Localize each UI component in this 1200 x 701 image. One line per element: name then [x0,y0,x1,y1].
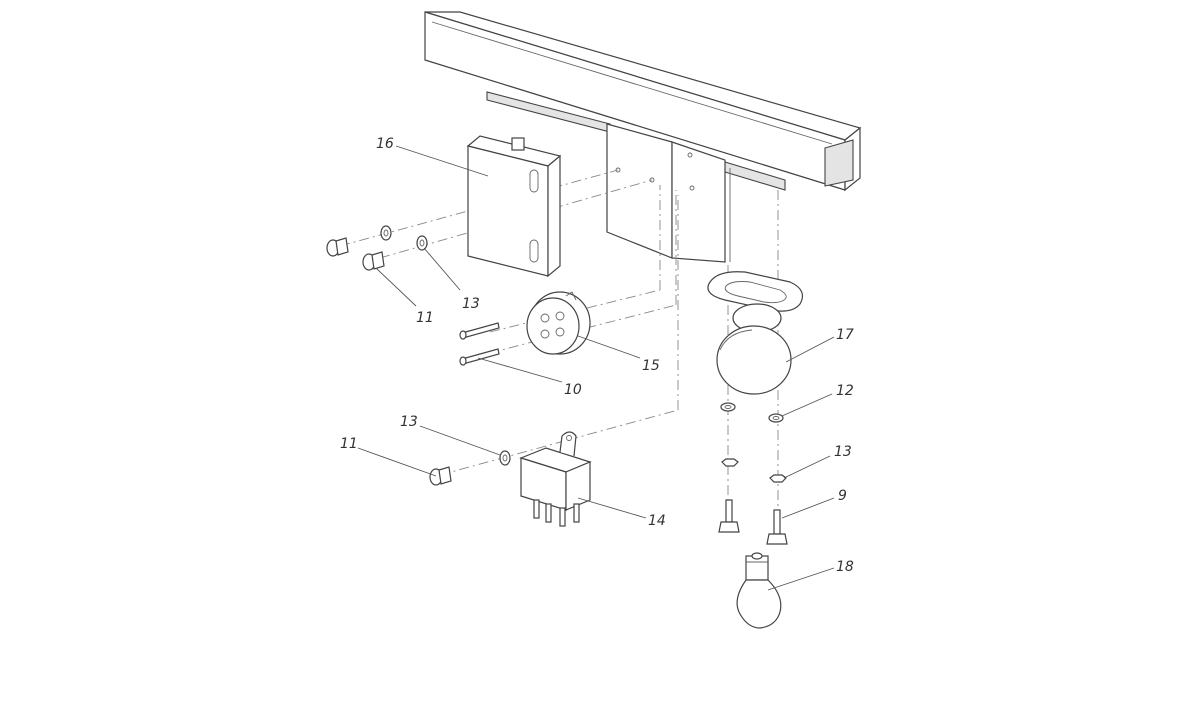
part-13-nuts [721,458,787,483]
callout-17: 17 [836,327,854,343]
callout-15: 15 [642,358,660,374]
part-11-screws-upper [326,237,385,271]
leader-lines [357,145,835,591]
part-11-screw-lower [429,466,452,486]
callout-18: 18 [836,559,854,575]
part-18-bulb [736,552,782,629]
mounting-bracket [486,91,786,263]
part-14-relay [519,431,592,527]
callout-16: 16 [376,136,394,152]
callout-14: 14 [648,513,666,529]
callout-11-upper: 11 [416,310,434,326]
part-16-flasher-box [466,135,562,278]
part-15-connector [526,291,591,355]
callout-13-upper: 13 [462,296,480,312]
part-13-washer-lower [499,450,511,466]
part-17-lamp-socket [707,271,803,395]
callout-13-lower: 13 [400,414,418,430]
part-9-bolts [718,499,788,545]
callout-10: 10 [564,382,582,398]
part-13-washers-upper [380,225,428,251]
callout-13-right: 13 [834,444,852,460]
part-10-screws [459,322,500,366]
callout-12: 12 [836,383,854,399]
callout-labels: 16 13 11 15 10 13 11 14 17 12 13 9 18 [340,136,854,575]
callout-9: 9 [838,488,847,504]
part-12-washers [720,402,784,423]
frame-beam [424,11,862,192]
callout-11-lower: 11 [340,436,358,452]
